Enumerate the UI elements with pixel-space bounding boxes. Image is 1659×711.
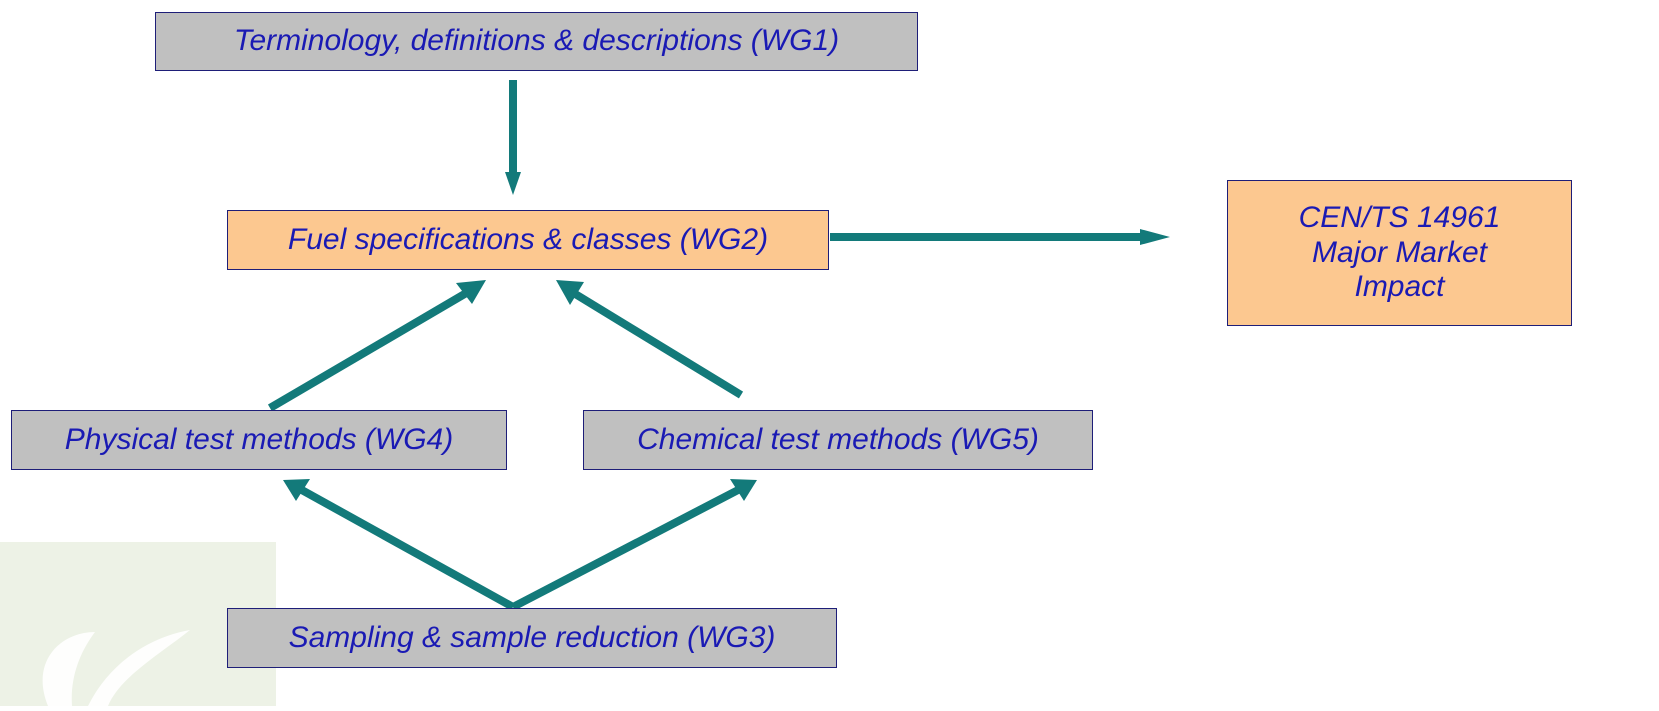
box-wg2-fuel-specifications: Fuel specifications & classes (WG2) [227, 210, 829, 270]
arrow-wg4-to-wg2 [267, 280, 486, 412]
box-wg1-terminology: Terminology, definitions & descriptions … [155, 12, 918, 71]
box-wg4-label: Physical test methods (WG4) [64, 422, 454, 456]
box-wg1-label: Terminology, definitions & descriptions … [233, 24, 840, 58]
box-wg3-label: Sampling & sample reduction (WG3) [288, 620, 776, 654]
box-outcome-cen-ts: CEN/TS 14961 Major Market Impact [1227, 180, 1572, 326]
box-wg5-chemical-test-methods: Chemical test methods (WG5) [583, 410, 1093, 470]
leaf-watermark-icon [42, 630, 190, 706]
arrow-wg5-to-wg2 [556, 280, 744, 399]
box-wg4-physical-test-methods: Physical test methods (WG4) [11, 410, 507, 470]
arrow-wg2-to-outcome [830, 229, 1170, 245]
outcome-line-3: Impact [1354, 270, 1445, 304]
outcome-line-2: Major Market [1311, 235, 1488, 269]
outcome-line-1: CEN/TS 14961 [1298, 201, 1501, 235]
box-wg2-label: Fuel specifications & classes (WG2) [287, 222, 769, 256]
box-wg3-sampling: Sampling & sample reduction (WG3) [227, 608, 837, 668]
arrow-wg1-to-wg2 [505, 80, 521, 195]
arrow-wg3-to-wg4 [283, 479, 515, 611]
box-wg5-label: Chemical test methods (WG5) [637, 422, 1039, 456]
arrow-wg3-to-wg5 [511, 479, 757, 611]
